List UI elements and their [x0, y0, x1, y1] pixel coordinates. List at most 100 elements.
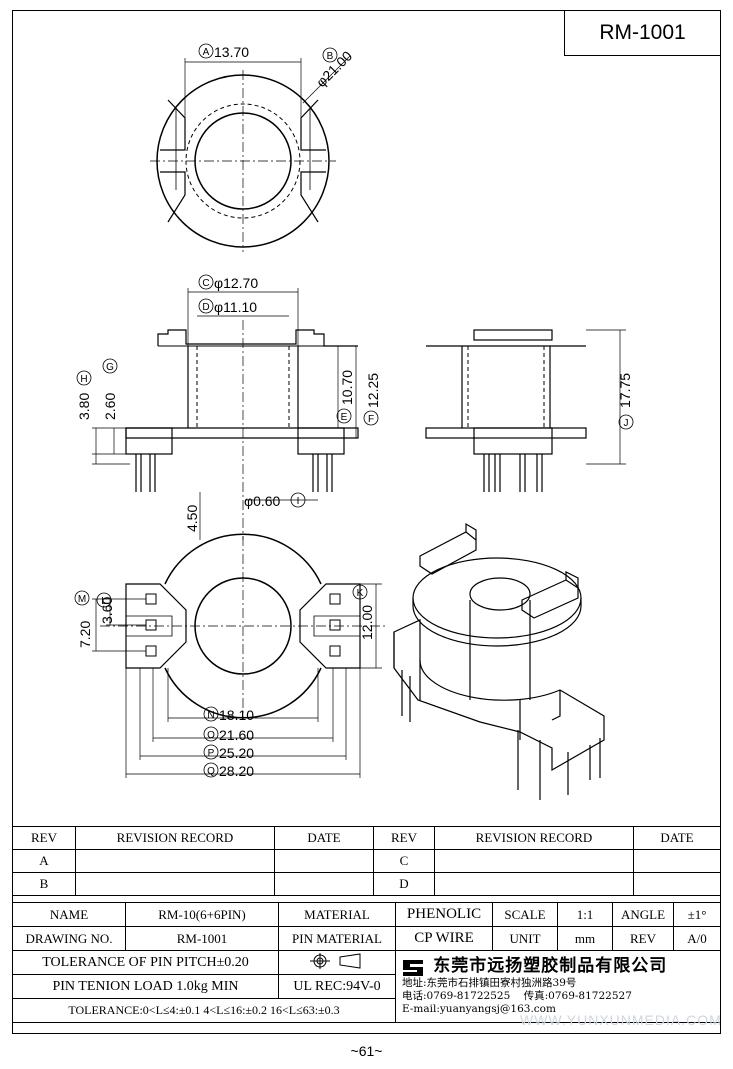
dim-P-value: 25.20: [219, 745, 254, 761]
rev-header: REV: [12, 826, 76, 850]
svg-text:N: N: [207, 710, 214, 721]
svg-text:B: B: [327, 51, 334, 62]
angle-label: ANGLE: [612, 902, 674, 927]
dim-J-value: 17.75: [617, 373, 633, 408]
side-view: [425, 329, 626, 492]
angle-value: ±1°: [673, 902, 721, 927]
pin-material-label: PIN MATERIAL: [278, 926, 396, 951]
drawing-no-value: RM-1001: [125, 926, 279, 951]
spec-row-1: NAME RM-10(6+6PIN) MATERIAL PHENOLIC SCA…: [12, 902, 721, 927]
svg-text:K: K: [357, 588, 364, 599]
revision-record-header-2: REVISION RECORD: [434, 826, 634, 850]
dim-O: O 21.60: [203, 726, 254, 743]
svg-text:Q: Q: [207, 766, 215, 777]
svg-text:C: C: [202, 278, 209, 289]
pin-tension-load: PIN TENION LOAD 1.0kg MIN: [12, 974, 279, 999]
company-logo: [402, 959, 424, 977]
spec-row-3: TOLERANCE OF PIN PITCH±0.20 东莞市远扬塑胶制品有限公…: [12, 950, 721, 1023]
unit-label: UNIT: [492, 926, 558, 951]
dim-I-value: φ0.60: [244, 493, 281, 509]
company-phone: 电话:0769-81722525: [402, 990, 511, 1003]
svg-text:O: O: [207, 730, 215, 741]
table-row: B D: [12, 872, 721, 896]
dim-F-value: 12.25: [365, 373, 381, 408]
rev-label: REV: [612, 926, 674, 951]
general-tolerance: TOLERANCE:0<L≤4:±0.1 4<L≤16:±0.2 16<L≤63…: [12, 998, 396, 1023]
ul-rec: UL REC:94V-0: [278, 974, 396, 999]
dim-Q-value: 28.20: [219, 763, 254, 779]
svg-text:D: D: [202, 302, 209, 313]
dim-K: K 12.00: [352, 584, 375, 640]
revision-record-header: REVISION RECORD: [75, 826, 275, 850]
material-label: MATERIAL: [278, 902, 396, 927]
rev-cell: B: [12, 872, 76, 896]
svg-text:A: A: [203, 47, 210, 58]
svg-text:J: J: [624, 418, 629, 429]
material-value: PHENOLIC: [395, 902, 493, 927]
dim-H: H 3.80: [76, 370, 92, 420]
revision-record-cell: [434, 849, 634, 873]
company-address: 地址:东莞市石排镇田寮村独洲路39号: [402, 977, 577, 990]
dim-B-value: φ21.00: [313, 47, 356, 90]
dim-N-value: 18.10: [219, 707, 254, 723]
dim-O-value: 21.60: [219, 727, 254, 743]
dim-I: φ0.60 I: [244, 492, 306, 509]
company-block: 东莞市远扬塑胶制品有限公司 地址:东莞市石排镇田寮村独洲路39号 电话:0769…: [395, 950, 721, 1023]
spec-row-5: TOLERANCE:0<L≤4:±0.1 4<L≤16:±0.2 16<L≤63…: [12, 998, 721, 1023]
watermark: WWW.YUNXUNMEDIA.COM: [520, 1012, 722, 1028]
dim-P: P 25.20: [203, 744, 254, 761]
spec-row-4: PIN TENION LOAD 1.0kg MIN UL REC:94V-0: [12, 974, 721, 999]
dim-J: J 17.75: [617, 373, 634, 430]
dim-D: D φ11.10: [198, 298, 257, 315]
dim-N: N 18.10: [203, 706, 254, 723]
dim-E: E 10.70: [336, 370, 355, 424]
name-label: NAME: [12, 902, 126, 927]
dim-C-value: φ12.70: [214, 275, 258, 291]
rev-cell: C: [373, 849, 435, 873]
scale-value: 1:1: [557, 902, 613, 927]
technical-drawing: A 13.70 B φ21.00: [74, 43, 634, 800]
svg-text:G: G: [106, 362, 114, 373]
dim-K-value: 12.00: [359, 605, 375, 640]
dim-M: M 7.20: [74, 590, 93, 648]
name-value: RM-10(6+6PIN): [125, 902, 279, 927]
dim-L-value: 3.60: [99, 597, 115, 624]
company-email: E-mail:yuanyangsj@163.com: [402, 1003, 556, 1016]
svg-text:I: I: [297, 496, 300, 507]
svg-text:E: E: [341, 412, 348, 423]
svg-text:P: P: [208, 748, 215, 759]
spec-row-2: DRAWING NO. RM-1001 PIN MATERIAL CP WIRE…: [12, 926, 721, 951]
dim-H-value: 3.80: [76, 393, 92, 420]
dim-E-value: 10.70: [339, 370, 355, 405]
dim-C: C φ12.70: [198, 274, 258, 291]
table-row: A C: [12, 849, 721, 873]
projection-symbol: [278, 950, 396, 975]
svg-text:H: H: [80, 374, 87, 385]
page-number: ~61~: [350, 1043, 383, 1059]
dim-G-value: 2.60: [102, 393, 118, 420]
drawing-frame: [12, 10, 721, 1034]
revision-record-cell: [434, 872, 634, 896]
dim-A: A 13.70: [198, 43, 249, 60]
dim-M-value: 7.20: [77, 621, 93, 648]
company-logo-icon: [403, 960, 423, 977]
drawing-no-label: DRAWING NO.: [12, 926, 126, 951]
specification-table: NAME RM-10(6+6PIN) MATERIAL PHENOLIC SCA…: [12, 902, 721, 1023]
dim-L: L 3.60: [96, 592, 115, 624]
rev-value: A/0: [673, 926, 721, 951]
revision-table: REV REVISION RECORD DATE REV REVISION RE…: [12, 826, 721, 896]
date-header: DATE: [274, 826, 374, 850]
dim-B: B φ21.00: [313, 47, 356, 90]
top-view: [150, 55, 351, 252]
date-header-2: DATE: [633, 826, 721, 850]
date-cell: [274, 849, 374, 873]
bottom-view: [92, 533, 386, 778]
revision-header-row: REV REVISION RECORD DATE REV REVISION RE…: [12, 826, 721, 850]
rev-cell: A: [12, 849, 76, 873]
dim-pin-length: 4.50: [184, 505, 200, 532]
pin-pitch-tolerance: TOLERANCE OF PIN PITCH±0.20: [12, 950, 279, 975]
date-cell: [633, 849, 721, 873]
dim-D-value: φ11.10: [214, 299, 257, 315]
dim-F: F 12.25: [363, 373, 381, 426]
dim-A-value: 13.70: [214, 44, 249, 60]
